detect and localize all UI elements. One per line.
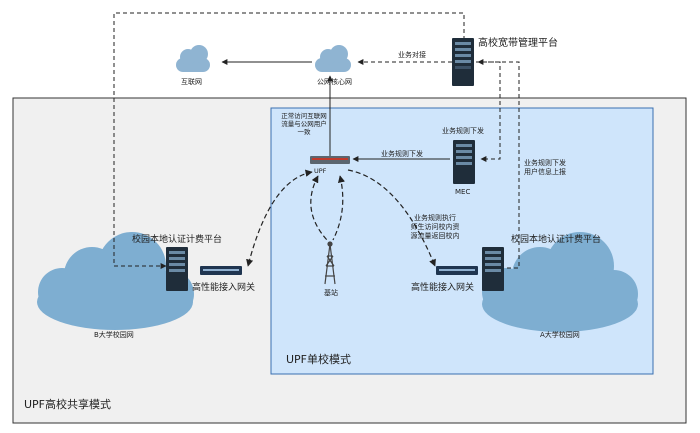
- shared-mode-label: UPF高校共享模式: [24, 398, 112, 411]
- rule-exec-line: 师生访问校内资: [410, 222, 460, 231]
- upf-note: 正常访问互联网 流量与公网用户 一致: [274, 112, 334, 136]
- mgmt-platform-server-icon: [452, 38, 474, 86]
- rule-exec-line: 源流量返回校内: [410, 231, 460, 240]
- base-station-label: 基站: [324, 289, 338, 297]
- right-gateway-switch-icon: [436, 266, 478, 275]
- upf-note-line: 正常访问互联网: [281, 112, 327, 120]
- base-station-antenna-icon: [324, 241, 336, 285]
- mec-label: MEC: [455, 188, 471, 196]
- internet-label: 互联网: [181, 78, 202, 86]
- right-campus-label: A大学校园网: [540, 331, 580, 339]
- right-platform-label: 校园本地认证计费平台: [511, 235, 602, 245]
- left-campus-cloud-icon: [37, 232, 194, 330]
- left-gateway-switch-icon: [200, 266, 242, 275]
- right-gateway-label: 高性能接入网关: [411, 283, 475, 293]
- left-platform-label: 校园本地认证计费平台: [132, 235, 223, 245]
- right-platform-server-icon: [482, 247, 504, 291]
- left-platform-server-icon: [166, 247, 188, 291]
- upf-label: UPF: [314, 167, 327, 175]
- upf-note-line: 一致: [297, 128, 311, 137]
- mec-server-icon: [453, 140, 475, 184]
- rule-userinfo-label: 业务规则下发 用户信息上报: [524, 159, 566, 177]
- biz-dock-label: 业务对接: [398, 51, 426, 59]
- upf-switch-icon: [310, 156, 350, 164]
- rule-userinfo-line: 业务规则下发: [524, 159, 566, 167]
- left-campus-label: B大学校园网: [94, 331, 134, 339]
- public-core-cloud-icon: [315, 45, 351, 72]
- rule-exec-label: 业务规则执行 师生访问校内资 源流量返回校内: [405, 214, 465, 240]
- mgmt-platform-label: 高校宽带管理平台: [478, 38, 558, 49]
- rule-userinfo-line: 用户信息上报: [524, 167, 566, 176]
- single-mode-label: UPF单校模式: [286, 353, 352, 366]
- internet-cloud-icon: [176, 45, 210, 72]
- upf-note-line: 流量与公网用户: [281, 120, 327, 129]
- public-core-label: 公网核心网: [317, 78, 352, 86]
- rule-issue-mec-label: 业务规则下发: [381, 150, 423, 158]
- right-campus-cloud-icon: [482, 232, 638, 332]
- left-gateway-label: 高性能接入网关: [192, 283, 256, 293]
- rule-issue-top-label: 业务规则下发: [442, 127, 484, 135]
- rule-exec-line: 业务规则执行: [414, 214, 456, 222]
